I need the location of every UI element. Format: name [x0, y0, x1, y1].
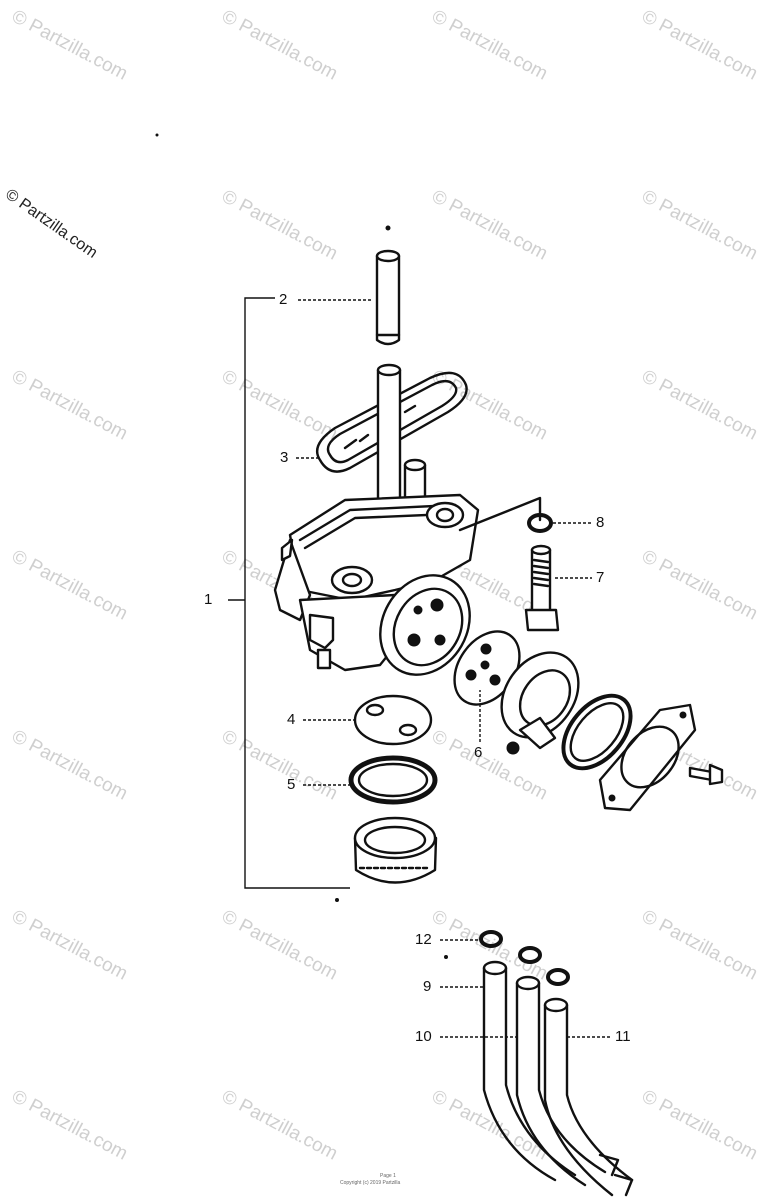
callout-2: 2	[279, 291, 288, 308]
sediment-bowl	[353, 816, 438, 884]
callout-11: 11	[615, 1028, 631, 1045]
part-9-hose	[482, 960, 577, 1182]
callout-5: 5	[287, 776, 296, 793]
o-ring-right	[561, 693, 633, 771]
part-5-o-ring	[348, 755, 438, 805]
footer-copyright: Copyright (c) 2019 Partzilla	[340, 1180, 401, 1186]
part-7-bolt	[524, 544, 560, 632]
cover-screw	[688, 763, 724, 786]
callout-8: 8	[596, 514, 605, 531]
valve-lever	[500, 651, 580, 755]
part-3-gasket	[315, 371, 468, 473]
part-6-diaphragm-plate	[453, 630, 521, 706]
callout-9: 9	[423, 978, 432, 995]
part-4-gasket	[353, 694, 433, 746]
part-2-pickup-tube	[375, 225, 401, 346]
part-8-washer	[527, 513, 553, 533]
callout-6: 6	[474, 744, 483, 761]
callout-4: 4	[287, 711, 296, 728]
callout-3: 3	[280, 449, 289, 466]
callout-10: 10	[415, 1028, 432, 1045]
cover-plate	[598, 703, 697, 812]
footer-page: Page 1	[380, 1173, 396, 1179]
callout-12: 12	[415, 931, 432, 948]
part-11-hose	[543, 997, 634, 1197]
part-12-clips	[444, 930, 570, 986]
assembly-bracket	[228, 297, 350, 889]
callout-7: 7	[596, 569, 605, 586]
part-10-hose	[515, 975, 607, 1187]
part-1-valve-body	[273, 493, 542, 676]
callout-1: 1	[204, 591, 213, 608]
leader-lines	[296, 299, 612, 1038]
